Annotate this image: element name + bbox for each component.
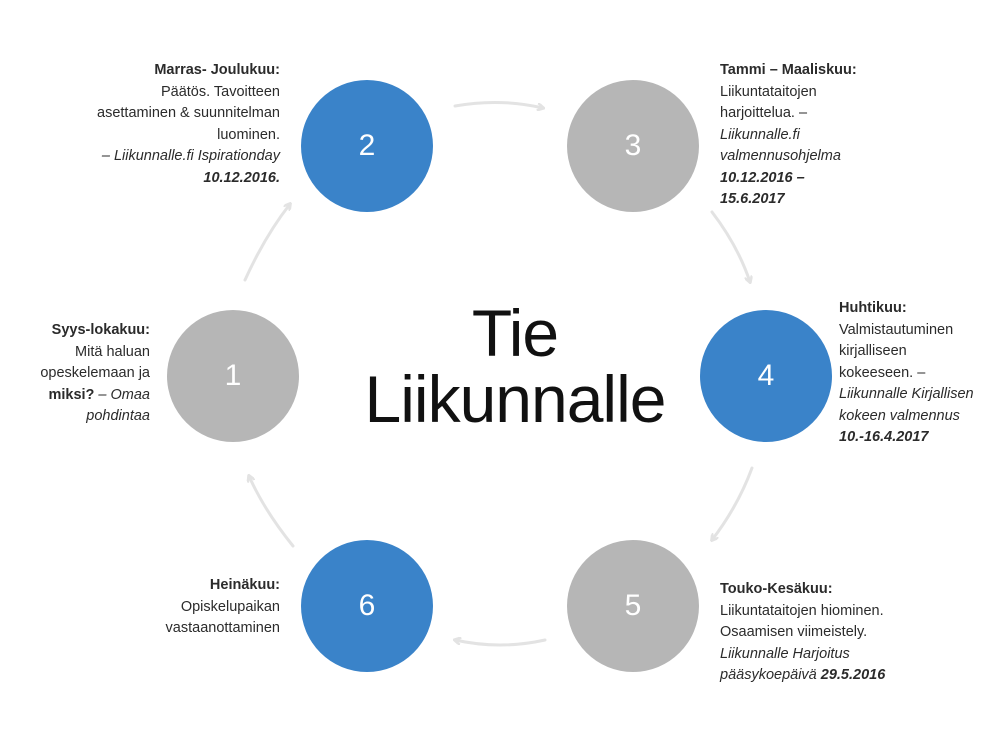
step-6-number: 6 [358, 589, 376, 622]
diagram-title: Tie Liikunnalle [355, 300, 675, 432]
label-segment: kokeeseen. – [839, 364, 926, 381]
label-line: 10.12.2016 – [720, 168, 920, 190]
arrow-4-to-5 [712, 466, 754, 540]
label-segment: 15.6.2017 [720, 191, 785, 207]
label-segment: Liikunnalle Kirjallisen [839, 386, 974, 402]
arrow-2-to-3 [453, 100, 543, 108]
step-4-number: 4 [757, 359, 775, 392]
step-3-circle: 3 [567, 80, 699, 212]
label-line: luominen. [60, 125, 280, 147]
label-segment: Opiskelupaikan [180, 598, 280, 615]
label-line: Päätös. Tavoitteen [60, 82, 280, 104]
label-line: Liikunnalle Harjoitus [720, 644, 960, 666]
label-line: Liikunnalle.fi [720, 125, 920, 147]
label-segment: pohdintaa [86, 408, 150, 424]
step-1-number: 1 [224, 359, 242, 392]
label-segment: miksi? [48, 386, 95, 403]
label-segment: vastaanottaminen [165, 620, 280, 636]
label-line: vastaanottaminen [60, 618, 280, 640]
label-segment: Syys-lokakuu: [51, 322, 150, 338]
label-line: – Liikunnalle.fi Ispirationday [60, 146, 280, 168]
label-line: Liikunnalle Kirjallisen [839, 384, 997, 406]
label-segment: 10.12.2016. [203, 169, 280, 186]
step-3-number: 3 [624, 129, 642, 162]
label-segment: luominen. [217, 126, 280, 143]
label-segment: asettaminen & suunnitelman [97, 105, 280, 121]
step-5-number: 5 [624, 589, 642, 622]
label-segment: kirjalliseen [839, 343, 907, 359]
label-line: pääsykoepäivä 29.5.2016 [720, 665, 960, 687]
step-3-label: Tammi – Maaliskuu: Liikuntataitojen harjoi… [720, 60, 920, 211]
arrow-6-to-1 [249, 476, 295, 548]
label-line: Huhtikuu: [839, 298, 997, 320]
label-segment: Liikuntataitojen hiominen. [720, 602, 884, 619]
label-segment: Osaamisen viimeistely. [720, 624, 868, 640]
label-line: Mitä haluan [0, 342, 150, 364]
label-segment: Mitä haluan [75, 343, 150, 360]
label-segment: pääsykoepäivä [720, 667, 821, 683]
label-segment: Huhtikuu: [839, 300, 907, 316]
label-segment: Marras- Joulukuu: [154, 62, 280, 78]
step-5-circle: 5 [567, 540, 699, 672]
label-segment: Liikunnalle Harjoitus [720, 645, 850, 662]
label-segment: opeskelemaan ja [40, 365, 150, 381]
label-line: Liikuntataitojen [720, 82, 920, 104]
label-line: Touko-Kesäkuu: [720, 579, 960, 601]
label-segment: – Liikunnalle.fi Ispirationday [101, 148, 280, 164]
label-segment: 10.12.2016 – [720, 169, 805, 186]
step-2-label: Marras- Joulukuu: Päätös. Tavoitteen asett… [60, 60, 280, 189]
label-line: 10.12.2016. [60, 168, 280, 190]
label-segment: Valmistautuminen [839, 321, 954, 338]
arrow-3-to-4 [710, 210, 750, 282]
label-line: kokeeseen. – [839, 363, 997, 385]
title-line-2: Liikunnalle [364, 362, 667, 436]
step-6-label: Heinäkuu: Opiskelupaikan vastaanottaminen [60, 575, 280, 640]
step-2-number: 2 [358, 129, 376, 162]
label-line: kokeen valmennus [839, 406, 997, 428]
label-segment: valmennusohjelma [720, 148, 841, 164]
label-segment: harjoittelua. – [720, 105, 808, 121]
step-6-circle: 6 [301, 540, 433, 672]
label-line: Marras- Joulukuu: [60, 60, 280, 82]
label-line: Liikuntataitojen hiominen. [720, 601, 960, 623]
label-line: valmennusohjelma [720, 146, 920, 168]
label-line: 15.6.2017 [720, 189, 920, 211]
label-line: miksi? – Omaa [0, 385, 150, 407]
label-line: 10.-16.4.2017 [839, 427, 997, 449]
step-4-circle: 4 [700, 310, 832, 442]
label-segment: 29.5.2016 [820, 667, 886, 683]
label-line: Osaamisen viimeistely. [720, 622, 960, 644]
arrow-5-to-6 [455, 640, 547, 647]
step-1-circle: 1 [167, 310, 299, 442]
label-line: harjoittelua. – [720, 103, 920, 125]
label-line: pohdintaa [0, 406, 150, 428]
label-segment: Liikunnalle.fi [720, 126, 800, 143]
label-line: asettaminen & suunnitelman [60, 103, 280, 125]
label-line: Valmistautuminen [839, 320, 997, 342]
step-2-circle: 2 [301, 80, 433, 212]
title-line-1: Tie [471, 296, 559, 370]
label-segment: – Omaa [94, 386, 150, 403]
label-line: Syys-lokakuu: [0, 320, 150, 342]
step-1-label: Syys-lokakuu: Mitä haluan opeskelemaan ja m… [0, 320, 150, 428]
label-line: kirjalliseen [839, 341, 997, 363]
step-4-label: Huhtikuu: Valmistautuminen kirjalliseen kok… [839, 298, 997, 449]
label-line: Tammi – Maaliskuu: [720, 60, 920, 82]
arrow-1-to-2 [243, 204, 290, 282]
label-segment: Heinäkuu: [209, 577, 280, 593]
label-segment: Touko-Kesäkuu: [720, 581, 833, 597]
step-5-label: Touko-Kesäkuu: Liikuntataitojen hiominen.… [720, 579, 960, 687]
label-segment: Tammi – Maaliskuu: [720, 62, 857, 78]
label-segment: Liikuntataitojen [720, 83, 817, 100]
label-line: Opiskelupaikan [60, 597, 280, 619]
label-segment: Päätös. Tavoitteen [160, 83, 280, 100]
label-line: Heinäkuu: [60, 575, 280, 597]
label-segment: kokeen valmennus [839, 407, 960, 424]
label-line: opeskelemaan ja [0, 363, 150, 385]
label-segment: 10.-16.4.2017 [839, 429, 929, 445]
